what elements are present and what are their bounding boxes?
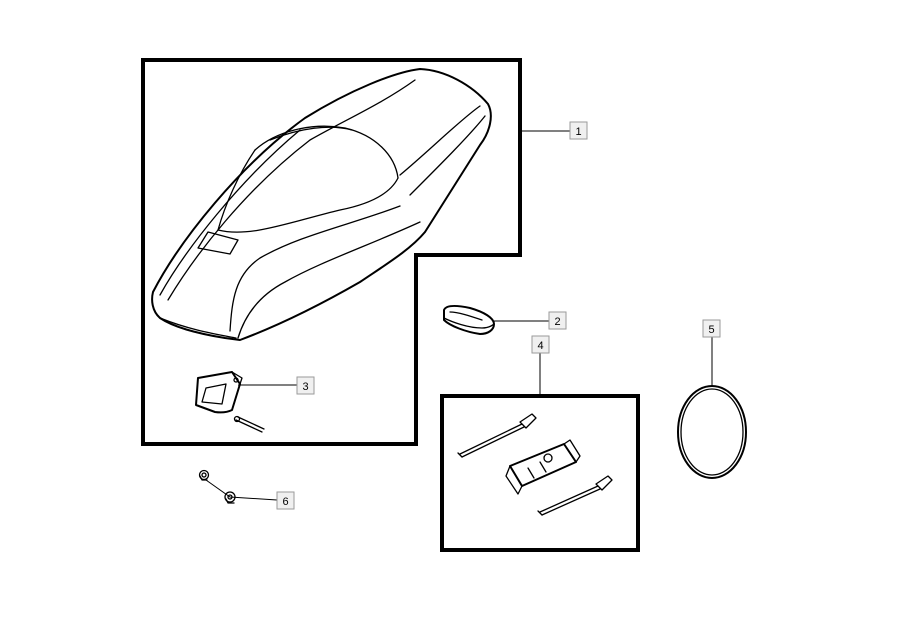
box-wrench bbox=[505, 439, 581, 495]
callout-3-label: 3 bbox=[302, 381, 308, 393]
callout-2-label: 2 bbox=[554, 316, 560, 328]
screwdriver-lower bbox=[537, 475, 613, 516]
tool-kit[interactable] bbox=[457, 413, 613, 516]
callout-4-label: 4 bbox=[537, 340, 543, 352]
callout-6: 6 bbox=[276, 491, 295, 510]
o-ring[interactable] bbox=[677, 385, 747, 479]
rubber-bumper[interactable] bbox=[443, 304, 495, 335]
latch-pin[interactable] bbox=[233, 415, 265, 433]
callout-5-label: 5 bbox=[708, 324, 714, 336]
callout-3: 3 bbox=[296, 376, 315, 395]
seat-group-frame bbox=[141, 58, 522, 446]
leader-line-6 bbox=[205, 479, 278, 501]
callout-1: 1 bbox=[569, 121, 588, 140]
callout-2: 2 bbox=[548, 311, 567, 330]
screwdriver-upper bbox=[457, 413, 537, 458]
seat-assembly[interactable] bbox=[151, 68, 492, 341]
callout-6-label: 6 bbox=[282, 496, 288, 508]
toolkit-group-frame bbox=[440, 394, 640, 552]
nut-and-washer[interactable] bbox=[198, 469, 236, 504]
callout-1-label: 1 bbox=[575, 126, 581, 138]
callout-5: 5 bbox=[702, 319, 721, 338]
seat-latch-bracket[interactable] bbox=[195, 371, 243, 414]
callout-4: 4 bbox=[531, 335, 550, 354]
